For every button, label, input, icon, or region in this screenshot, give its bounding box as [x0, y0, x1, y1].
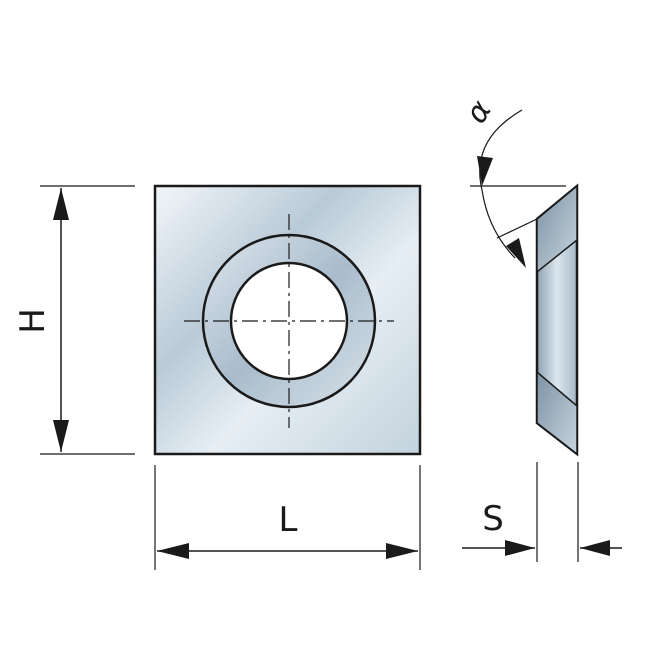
- insert-front-view: [153, 184, 422, 456]
- side-bevel-top: [536, 184, 578, 274]
- height-arrow-bottom: [53, 420, 69, 452]
- thickness-dimension: S: [462, 462, 622, 562]
- thickness-arrow-right: [580, 540, 610, 556]
- side-bevel-bottom: [536, 370, 578, 456]
- height-arrow-top: [53, 188, 69, 220]
- angle-flank-extension: [496, 218, 538, 239]
- mounting-hole: [229, 261, 349, 381]
- insert-side-view: [535, 183, 579, 457]
- height-label: H: [13, 308, 53, 334]
- thickness-arrow-left: [505, 540, 535, 556]
- length-arrow-left: [157, 543, 189, 559]
- angle-label: α: [459, 94, 499, 130]
- length-arrow-right: [386, 543, 418, 559]
- length-dimension: L: [154, 465, 421, 570]
- height-dimension: H: [13, 185, 135, 455]
- angle-arc: [479, 109, 523, 259]
- angle-arrow-upper: [477, 156, 493, 186]
- length-label: L: [279, 500, 298, 540]
- thickness-label: S: [482, 499, 504, 539]
- angle-arrow-lower: [506, 238, 526, 268]
